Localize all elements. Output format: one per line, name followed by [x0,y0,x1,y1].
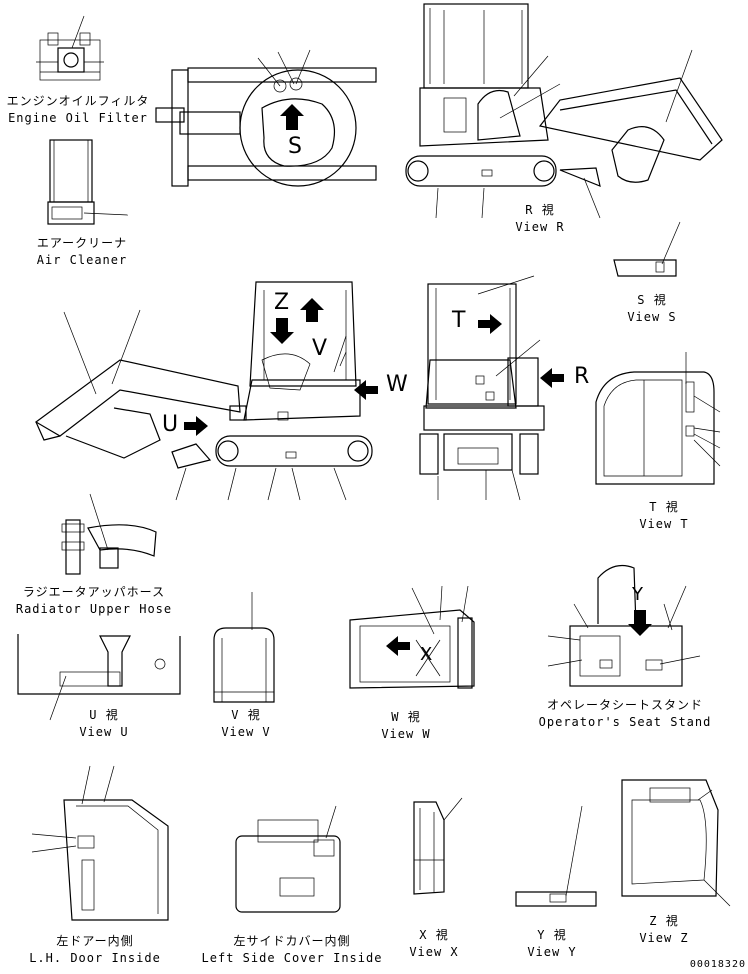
view-letter-u: U [162,412,179,437]
view-letter-r: R [574,364,590,389]
view-t-label-jp: T 視 [649,500,679,514]
door-inside-label-en: L.H. Door Inside [29,951,161,965]
seat-stand-drawing [547,565,701,687]
view-s-detail-drawing [613,221,681,277]
top-view-drawing [155,49,377,187]
engine-oil-filter-label-en: Engine Oil Filter [8,111,148,125]
view-v-drawing [213,592,275,703]
view-letter-y: Y [632,584,643,605]
engine-oil-filter-label-jp: エンジンオイルフィルタ [6,94,150,108]
radiator-hose-drawing [61,493,157,575]
view-letter-x: X [420,644,433,665]
radiator-hose-label-en: Radiator Upper Hose [15,602,173,616]
side-cover-label-en: Left Side Cover Inside [201,951,383,965]
view-w-label-jp: W 視 [391,710,421,724]
view-letter-s: S [288,134,302,159]
door-inside-label-jp: 左ドアー内側 [56,934,134,948]
view-u-drawing [17,634,181,721]
view-letter-v: V [312,336,328,361]
view-t-label-en: View T [639,517,689,531]
view-y-label-jp: Y 視 [537,928,567,942]
view-v-label-en: View V [221,725,271,739]
drawing-number: 00018320 [689,959,746,970]
view-y-label-en: View Y [527,945,577,959]
view-x-label-en: View X [409,945,459,959]
view-u-label-en: View U [79,725,129,739]
view-s-label-en: View S [627,310,677,324]
view-z-label-en: View Z [639,931,689,945]
view-letter-z: Z [274,290,290,315]
view-z-drawing [621,779,731,907]
view-w-label-en: View W [381,727,431,741]
air-cleaner-label-jp: エアークリーナ [36,236,128,250]
left-side-view-drawing [34,281,378,501]
rear-view-drawing [419,275,564,501]
view-x-label-jp: X 視 [419,928,449,942]
air-cleaner-label-en: Air Cleaner [36,253,128,267]
view-letter-w: W [386,372,408,397]
side-cover-inside-drawing [235,805,341,913]
view-u-label-jp: U 視 [89,708,119,722]
view-letter-t: T [452,308,466,333]
side-cover-label-jp: 左サイドカバー内側 [233,934,351,948]
radiator-hose-label-jp: ラジエータアッパホース [22,585,166,599]
view-r-label-en: View R [515,220,565,234]
view-y-drawing [515,805,597,907]
right-side-view-drawing [405,3,723,219]
air-cleaner-drawing [47,139,129,225]
seat-stand-label-en: Operator's Seat Stand [538,715,712,729]
view-z-label-jp: Z 視 [649,914,679,928]
view-t-cab-drawing [595,352,721,485]
seat-stand-label-jp: オペレータシートスタンド [546,698,703,712]
view-s-label-jp: S 視 [637,293,667,307]
door-inside-drawing [31,765,169,921]
view-v-label-jp: V 視 [231,708,261,722]
engine-oil-filter-drawing [36,15,104,81]
view-w-drawing [349,585,475,689]
view-r-label-jp: R 視 [525,203,555,217]
view-x-drawing [413,797,463,895]
